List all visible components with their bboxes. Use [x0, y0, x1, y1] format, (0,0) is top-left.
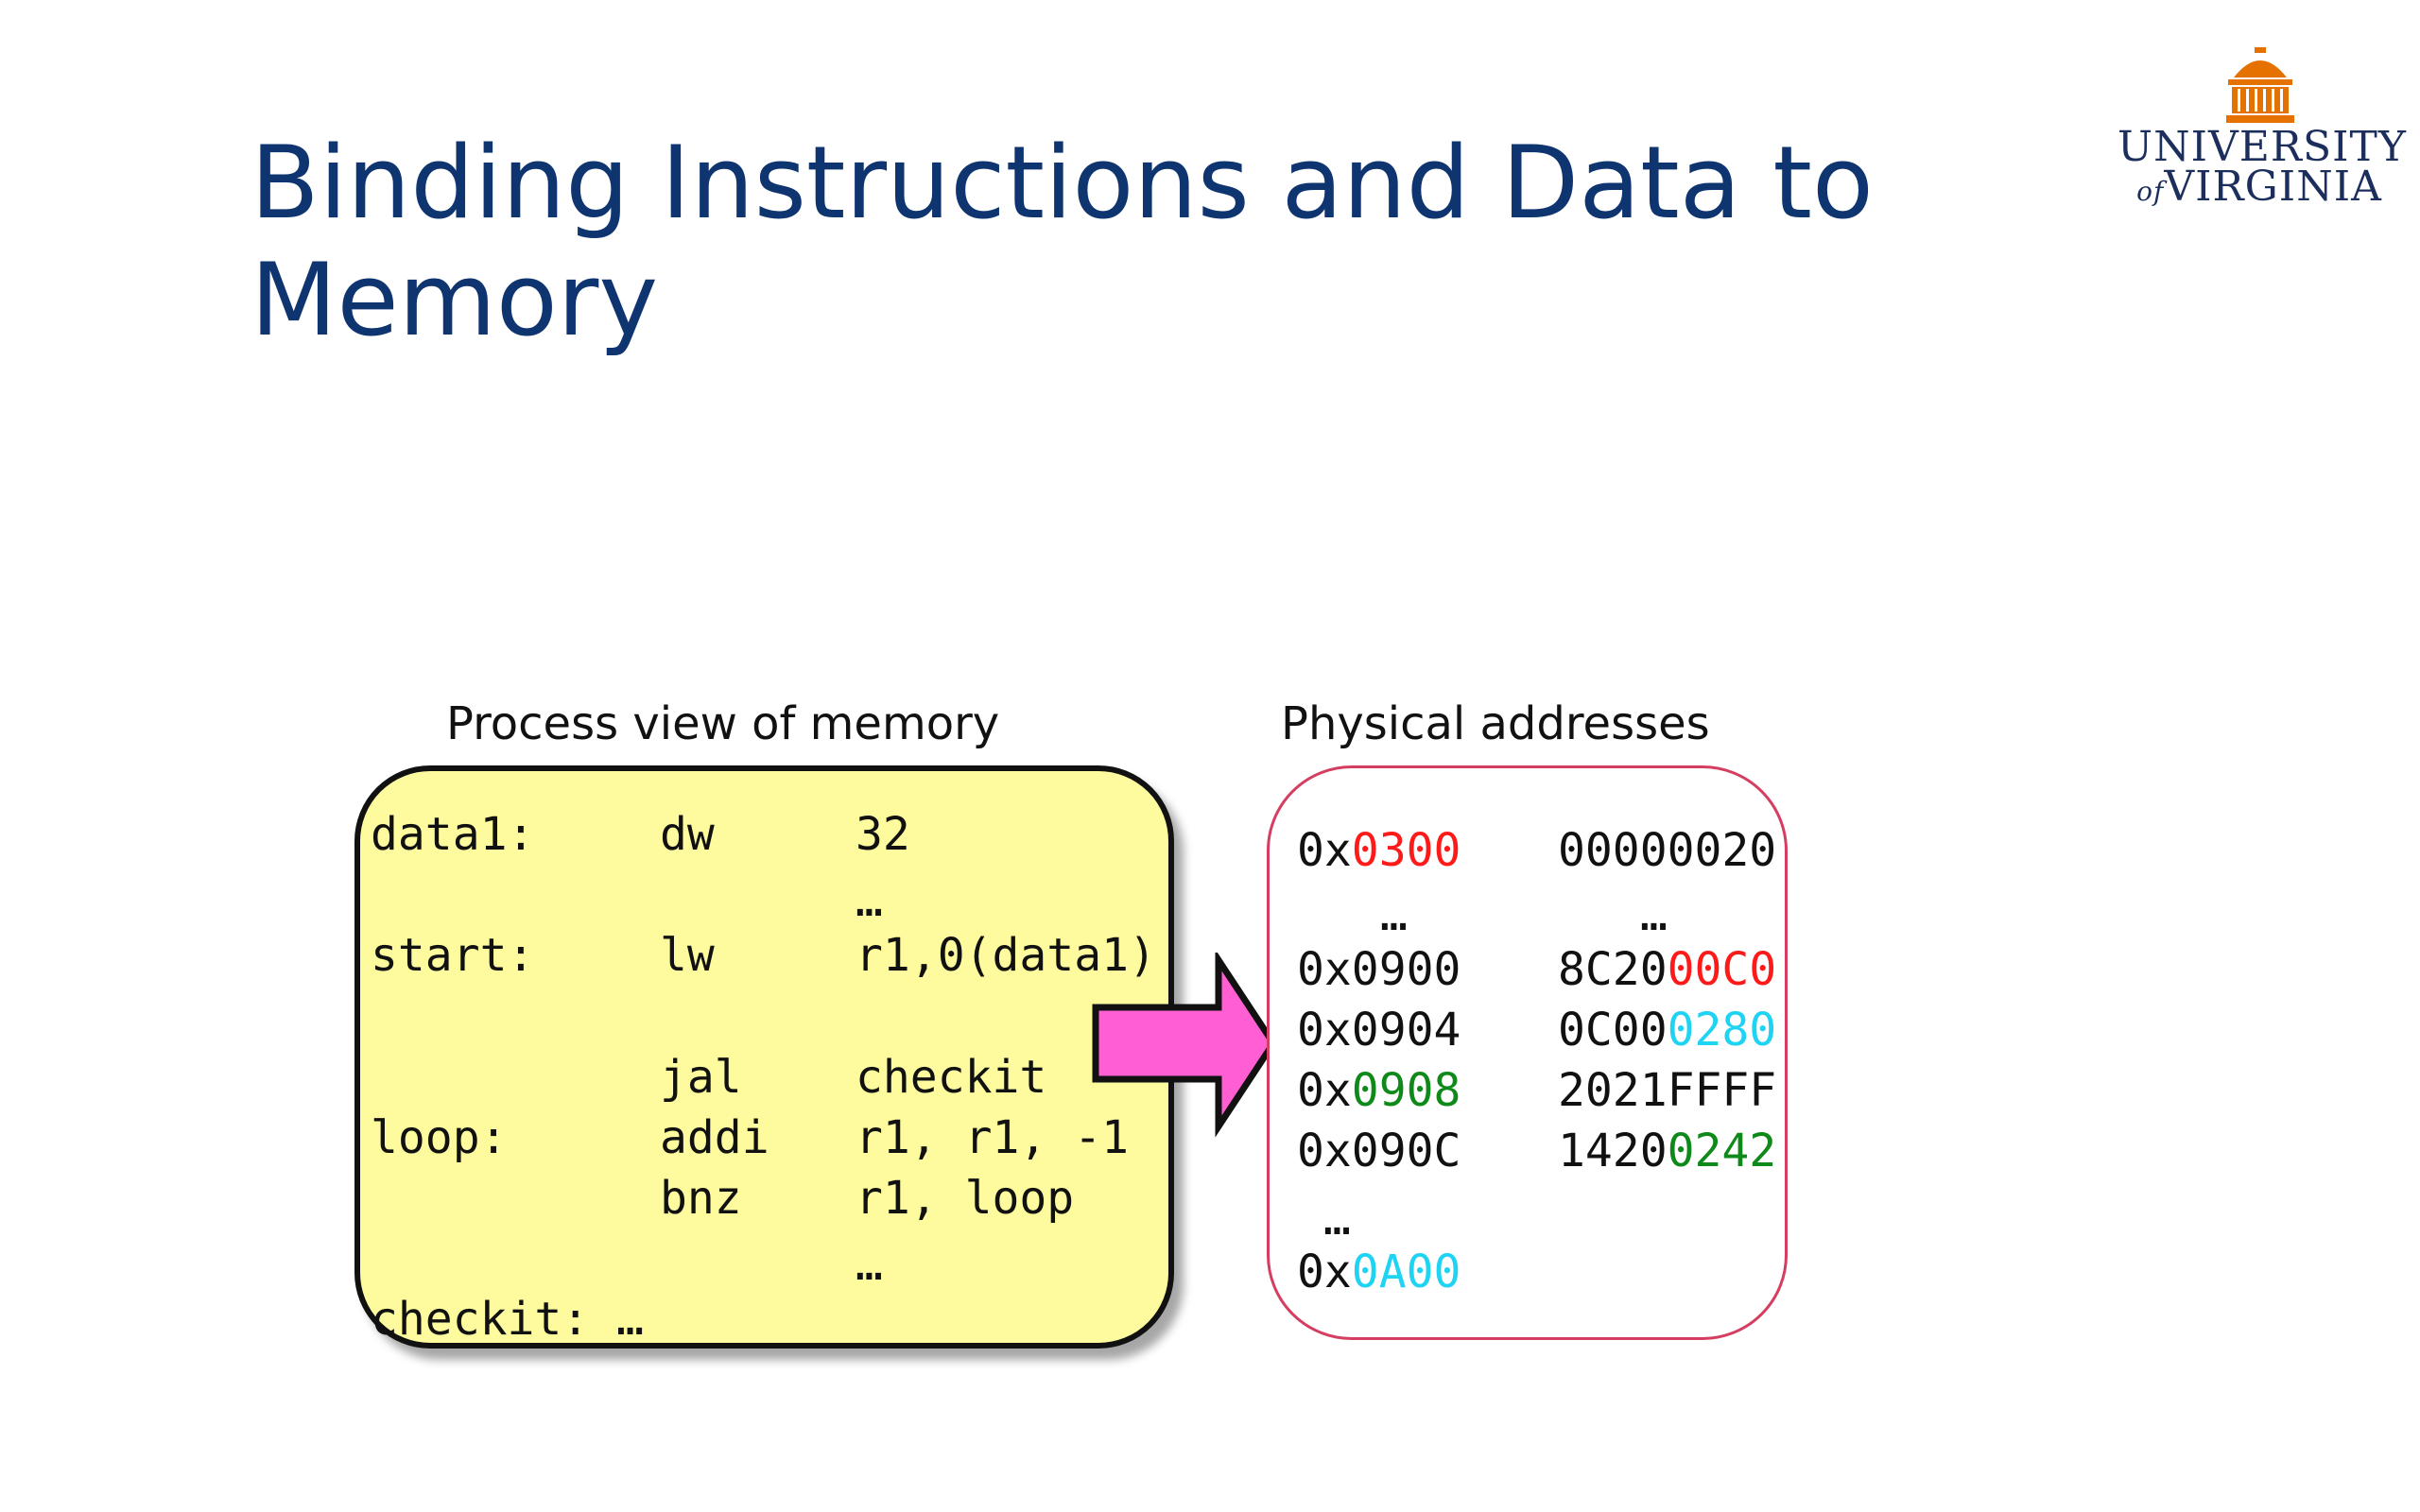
- physical-addresses-box: [1267, 765, 1788, 1340]
- phys-value: 8C2000C0: [1558, 943, 1777, 996]
- logo-text-virginia: ofVIRGINIA: [2118, 164, 2401, 215]
- code-label: checkit: …: [371, 1293, 644, 1346]
- logo-text-of: of: [2136, 176, 2165, 207]
- phys-address: 0x0908: [1297, 1064, 1461, 1117]
- phys-address: …: [1380, 888, 1408, 941]
- code-op: addi: [660, 1111, 769, 1164]
- code-label: loop:: [371, 1111, 508, 1164]
- code-arg: r1, loop: [856, 1172, 1075, 1225]
- phys-address: 0x0904: [1297, 1004, 1461, 1057]
- phys-value: …: [1640, 888, 1668, 941]
- code-label: start:: [371, 929, 535, 982]
- logo-text-university: UNIVERSITY: [2118, 123, 2407, 171]
- code-arg: r1, r1, -1: [856, 1111, 1129, 1164]
- code-label: data1:: [371, 808, 535, 861]
- physical-addresses-caption: Physical addresses: [1281, 697, 1710, 750]
- phys-address: 0x0A00: [1297, 1246, 1461, 1298]
- rotunda-icon: [2226, 47, 2294, 123]
- mapping-arrow: [1092, 953, 1278, 1138]
- code-arg: checkit: [856, 1051, 1047, 1104]
- code-op: bnz: [660, 1172, 742, 1225]
- code-arg: …: [856, 1238, 883, 1291]
- logo-text-virginia-word: VIRGINIA: [2164, 163, 2382, 211]
- phys-value: 0C000280: [1558, 1004, 1777, 1057]
- phys-address: 0x090C: [1297, 1125, 1461, 1177]
- code-op: jal: [660, 1051, 742, 1104]
- process-view-box: [354, 765, 1174, 1349]
- slide-title: Binding Instructions and Data to Memory: [251, 125, 1952, 359]
- phys-value: 00000020: [1558, 824, 1777, 877]
- university-logo: UNIVERSITY ofVIRGINIA: [2118, 45, 2407, 225]
- code-op: lw: [660, 929, 715, 982]
- phys-address: 0x0900: [1297, 943, 1461, 996]
- slide-title-line-1: Binding Instructions and Data to: [251, 125, 1874, 241]
- process-view-caption: Process view of memory: [446, 697, 1000, 750]
- code-arg: 32: [856, 808, 910, 861]
- code-arg: …: [856, 874, 883, 927]
- phys-address: 0x0300: [1297, 824, 1461, 877]
- phys-address: …: [1323, 1193, 1351, 1246]
- phys-value: 2021FFFF: [1558, 1064, 1777, 1117]
- code-arg: r1,0(data1): [856, 929, 1156, 982]
- slide-title-line-2: Memory: [251, 242, 659, 358]
- phys-value: 14200242: [1558, 1125, 1777, 1177]
- code-op: dw: [660, 808, 715, 861]
